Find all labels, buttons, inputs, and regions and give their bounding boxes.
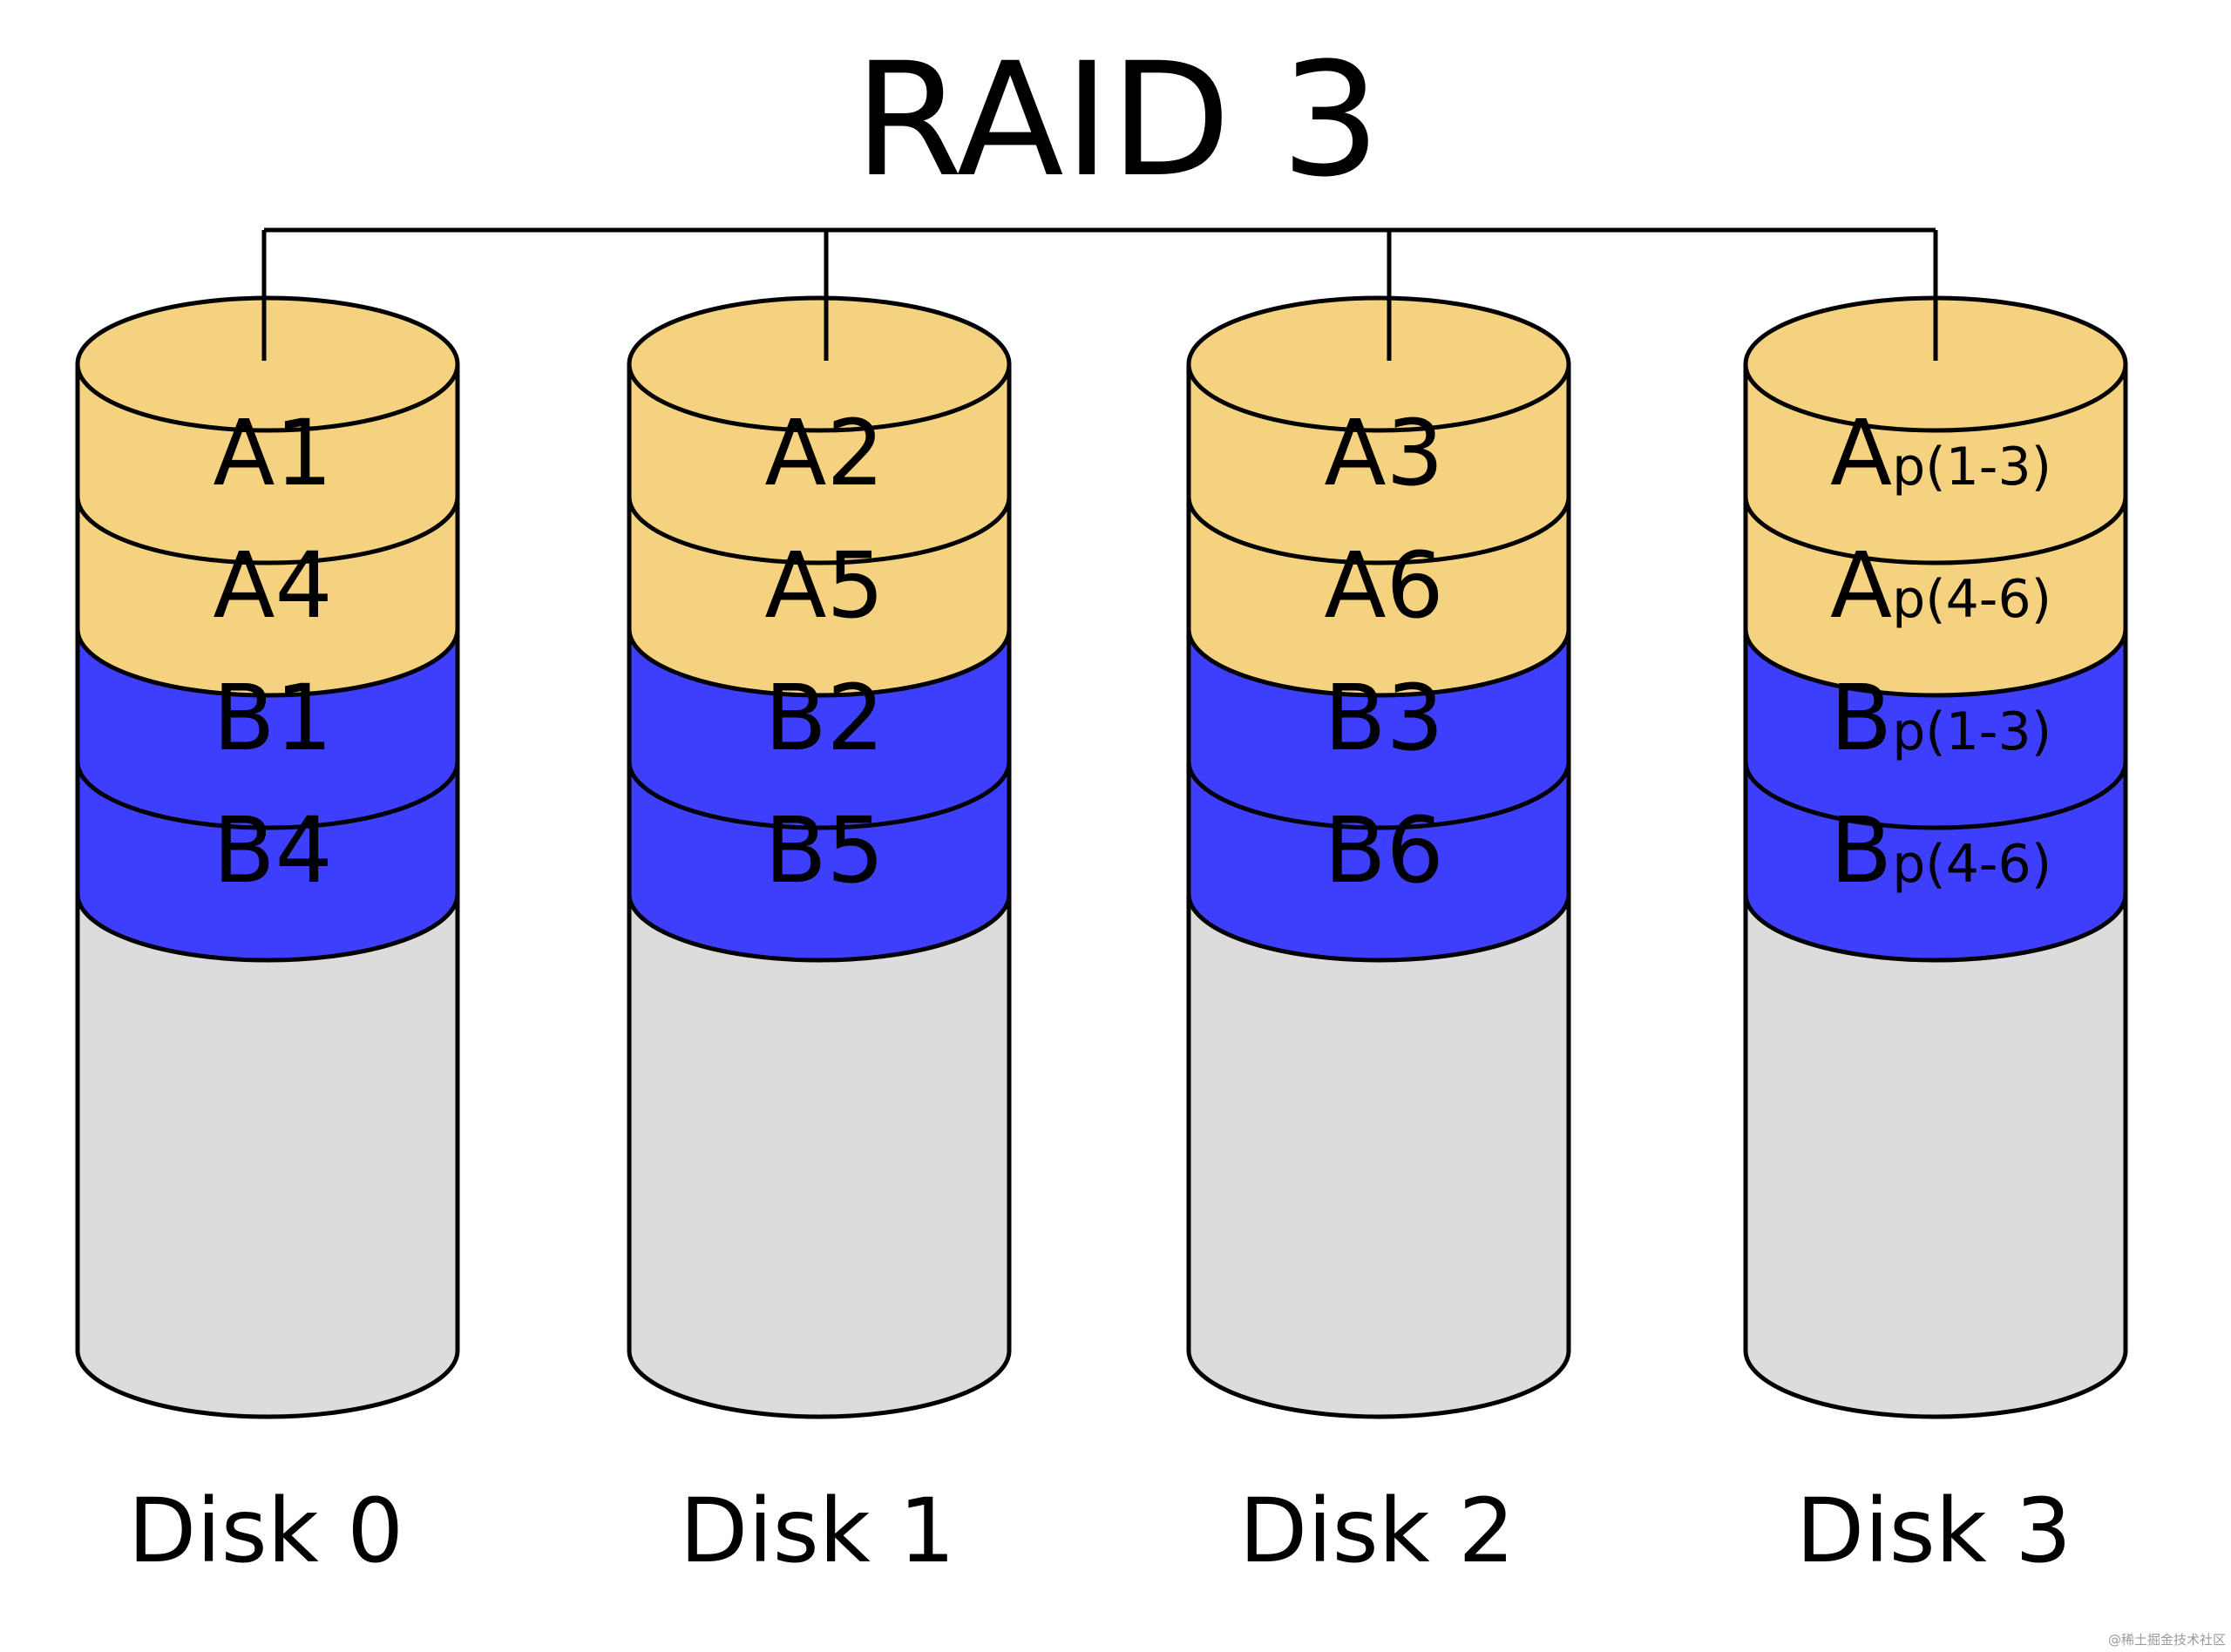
block-label-main: B5 (764, 797, 885, 904)
block-label-sub: p(1-3) (1892, 701, 2051, 762)
block-label-main: B2 (764, 665, 885, 771)
block-label: A3 (1324, 400, 1443, 506)
disk-label: Disk 3 (1796, 1479, 2072, 1583)
block-label: B2 (764, 665, 885, 771)
block-label-main: B (1830, 665, 1892, 771)
block-label-main: B3 (1324, 665, 1444, 771)
block-label: Bp(1-3) (1830, 665, 2051, 771)
block-label-main: A2 (764, 400, 884, 506)
block-label: B1 (213, 665, 333, 771)
block-label-main: B6 (1324, 797, 1444, 904)
disk-free-space (627, 891, 1012, 1419)
disk-free-space (1186, 891, 1571, 1419)
block-label-main: A (1830, 400, 1892, 506)
disk-3: Ap(1-3)Ap(4-6)Bp(1-3)Bp(4-6)Disk 3 (1743, 230, 2128, 1583)
disk-top-cap (627, 295, 1012, 433)
disk-label: Disk 2 (1239, 1479, 1515, 1583)
block-label: A6 (1324, 532, 1443, 639)
block-label-main: B (1830, 797, 1892, 904)
block-label: A2 (764, 400, 884, 506)
block-label: B5 (764, 797, 885, 904)
block-label-main: B1 (213, 665, 333, 771)
block-label: Bp(4-6) (1830, 797, 2051, 904)
block-label-main: B4 (213, 797, 333, 904)
block-label-sub: p(4-6) (1892, 834, 2051, 895)
block-label: A4 (213, 532, 332, 639)
block-label: Ap(1-3) (1830, 400, 2051, 506)
block-label: B4 (213, 797, 333, 904)
block-label-main: A1 (213, 400, 332, 506)
block-label-main: A (1830, 532, 1892, 639)
block-label: A1 (213, 400, 332, 506)
disk-label: Disk 0 (128, 1479, 403, 1583)
block-label-main: A6 (1324, 532, 1443, 639)
disk-free-space (75, 891, 460, 1419)
block-label-main: A5 (764, 532, 884, 639)
watermark-text: @稀土掘金技术社区 (2107, 1632, 2226, 1648)
disk-free-space (1743, 891, 2128, 1419)
disk-top-cap (1186, 295, 1571, 433)
block-label: B6 (1324, 797, 1444, 904)
block-label-sub: p(1-3) (1892, 437, 2051, 498)
diagram-title: RAID 3 (854, 30, 1380, 212)
disk-label: Disk 1 (680, 1479, 955, 1583)
block-label-main: A4 (213, 532, 332, 639)
block-label-main: A3 (1324, 400, 1443, 506)
block-label: Ap(4-6) (1830, 532, 2051, 639)
block-label: B3 (1324, 665, 1444, 771)
block-label: A5 (764, 532, 884, 639)
block-label-sub: p(4-6) (1892, 569, 2051, 630)
disk-top-cap (75, 295, 460, 433)
